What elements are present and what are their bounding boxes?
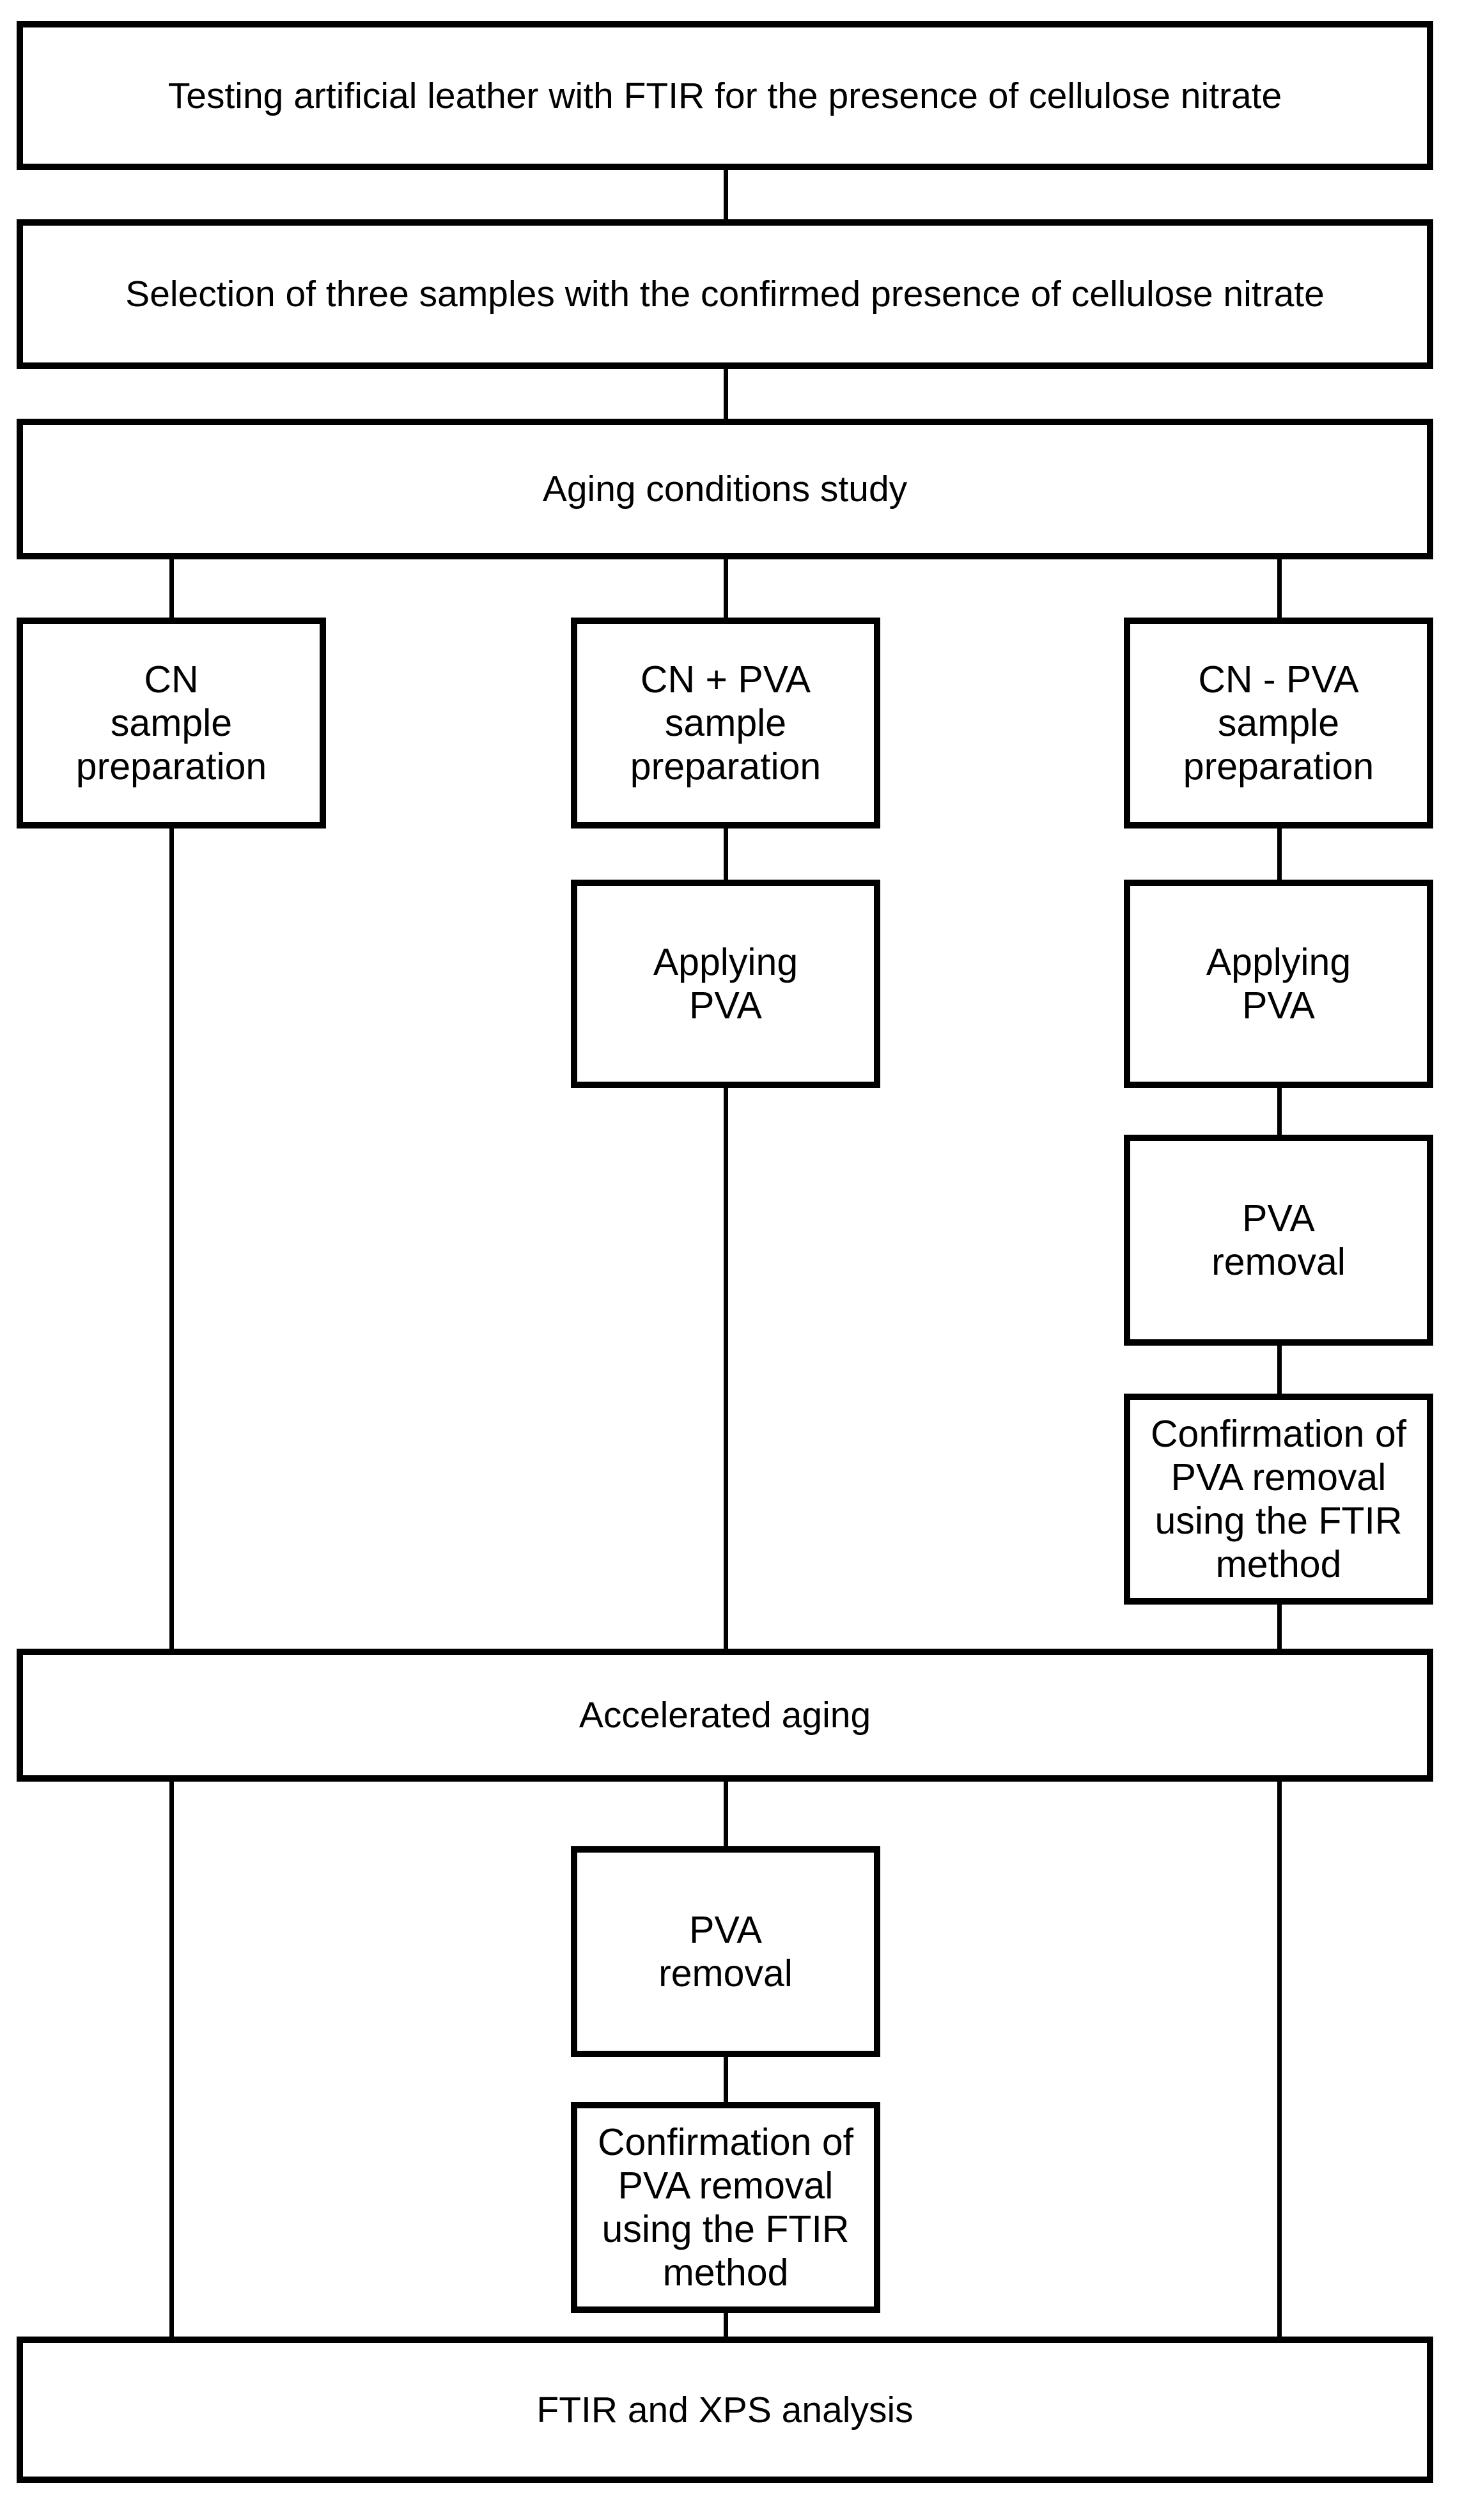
connector-confirmation-right-to-accelerated [1277, 1605, 1282, 1649]
node-applying-pva-right: Applying PVA [1124, 880, 1433, 1088]
connector-cn-plus-pva-to-applying [724, 828, 728, 880]
node-ftir-testing: Testing artificial leather with FTIR for… [17, 21, 1433, 170]
connector-applying-mid-to-accelerated [724, 1088, 728, 1649]
node-cn-minus-pva-sample-preparation: CN - PVA sample preparation [1124, 618, 1433, 828]
connector-cn-prep-to-accelerated [169, 828, 174, 1649]
connector-selection-to-aging [724, 369, 728, 419]
node-pva-removal-middle: PVA removal [571, 1846, 880, 2057]
node-pva-removal-right: PVA removal [1124, 1135, 1433, 1346]
node-confirmation-pva-removal-middle: Confirmation of PVA removal using the FT… [571, 2102, 880, 2313]
node-confirmation-pva-removal-right: Confirmation of PVA removal using the FT… [1124, 1394, 1433, 1605]
connector-removal-mid-to-confirmation [724, 2057, 728, 2102]
connector-applying-right-to-removal [1277, 1088, 1282, 1135]
node-accelerated-aging: Accelerated aging [17, 1649, 1433, 1782]
connector-cn-minus-pva-to-applying [1277, 828, 1282, 880]
connector-accelerated-to-ftir-right [1277, 1782, 1282, 2337]
connector-aging-to-cn-prep [169, 559, 174, 618]
connector-removal-right-to-confirmation [1277, 1346, 1282, 1394]
connector-aging-to-cn-minus-pva [1277, 559, 1282, 618]
connector-accelerated-to-removal-mid [724, 1782, 728, 1846]
connector-confirmation-mid-to-ftir [724, 2313, 728, 2337]
node-ftir-xps-analysis: FTIR and XPS analysis [17, 2337, 1433, 2483]
connector-aging-to-cn-plus-pva [724, 559, 728, 618]
node-aging-conditions-study: Aging conditions study [17, 419, 1433, 559]
node-cn-plus-pva-sample-preparation: CN + PVA sample preparation [571, 618, 880, 828]
connector-accelerated-to-ftir-left [169, 1782, 174, 2337]
node-applying-pva-middle: Applying PVA [571, 880, 880, 1088]
node-cn-sample-preparation: CN sample preparation [17, 618, 326, 828]
node-sample-selection: Selection of three samples with the conf… [17, 219, 1433, 369]
connector-testing-to-selection [724, 170, 728, 219]
